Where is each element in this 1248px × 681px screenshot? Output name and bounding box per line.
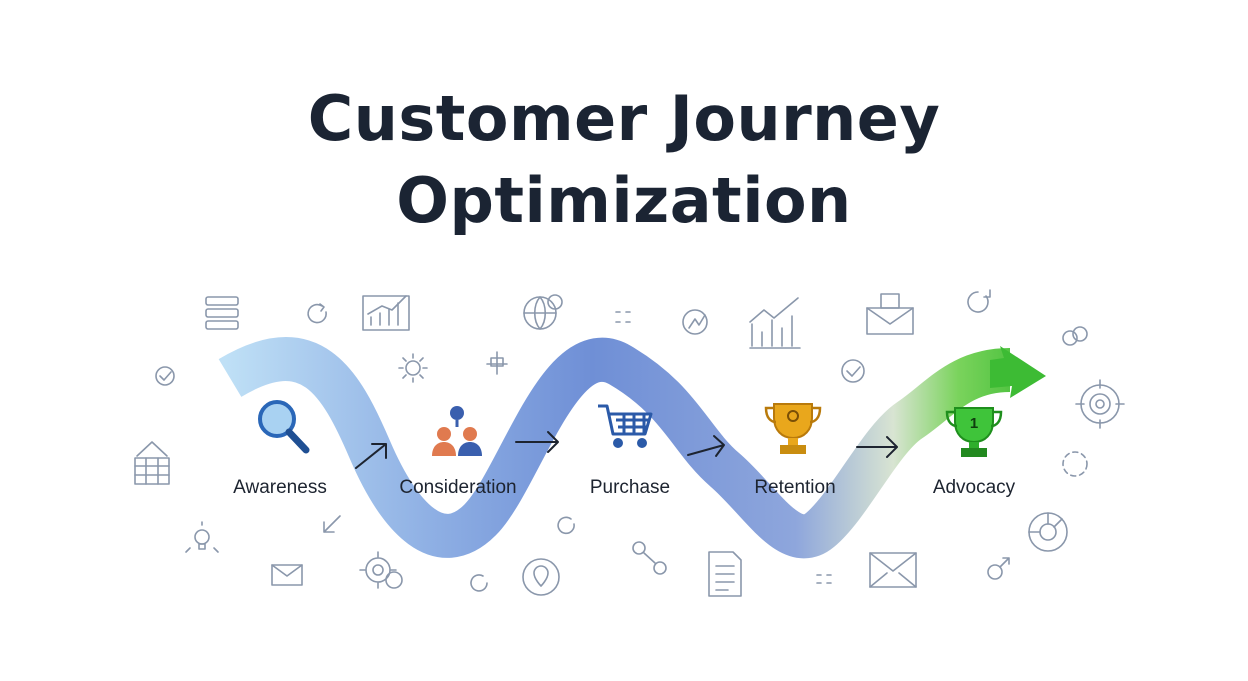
stage-label-awareness: Awareness [233, 477, 327, 498]
refresh-icon [470, 574, 488, 592]
document-icon [708, 551, 742, 597]
dots-icon [615, 311, 631, 323]
title-line-1: Customer Journey [307, 82, 941, 155]
stage-label-consideration: Consideration [399, 477, 516, 498]
gear-icon [398, 353, 428, 383]
trophy-icon [764, 403, 822, 454]
journey-arrowhead [990, 346, 1046, 398]
magnifier-icon [258, 400, 310, 454]
stage-awareness: Awareness [233, 400, 327, 498]
stage-retention: Retention [754, 403, 836, 498]
arrow-icon [355, 443, 387, 469]
stage-purchase: Purchase [590, 404, 670, 498]
target-icon [1075, 379, 1125, 429]
document-stack-icon [205, 296, 239, 330]
stage-arrows [355, 431, 898, 469]
refresh-icon [1062, 451, 1088, 477]
speed-icon [682, 309, 708, 335]
refresh-icon [307, 303, 327, 324]
globe-icon [523, 294, 563, 330]
arrow-icon [515, 431, 559, 453]
mail-icon [271, 564, 303, 586]
gear-icon [359, 551, 403, 589]
background-icons [134, 289, 1125, 597]
building-icon [134, 441, 170, 485]
dots-icon [816, 574, 832, 584]
stage-label-advocacy: Advocacy [933, 477, 1016, 498]
journey-path [218, 337, 1046, 559]
link-icon [1062, 326, 1088, 346]
network-icon [632, 541, 667, 575]
stage-label-purchase: Purchase [590, 477, 670, 498]
stage-consideration: Consideration [399, 406, 517, 498]
lightbulb-icon [185, 521, 219, 553]
stage-label-retention: Retention [754, 477, 835, 498]
puzzle-icon [486, 351, 508, 375]
first-place-trophy-icon: 1 [945, 407, 1003, 457]
target-icon [1028, 512, 1068, 552]
stage-advocacy: 1 Advocacy [933, 407, 1016, 498]
mail-icon [869, 552, 917, 588]
page-title: Customer Journey Optimization [0, 78, 1248, 242]
refresh-icon [967, 289, 991, 313]
mail-icon [866, 293, 914, 335]
refresh-icon [557, 516, 575, 535]
journey-ribbon [218, 337, 1011, 559]
shopping-cart-icon [598, 404, 653, 448]
people-icon [432, 406, 482, 456]
check-icon [155, 366, 175, 386]
line-chart-icon [749, 297, 801, 349]
arrow-icon [987, 557, 1010, 580]
arrow-icon [856, 436, 898, 458]
bar-chart-icon [362, 295, 410, 331]
location-icon [522, 558, 560, 596]
advocacy-rank: 1 [970, 415, 978, 432]
title-line-2: Optimization [396, 164, 852, 237]
arrow-icon [687, 435, 725, 457]
arrow-icon [323, 515, 341, 533]
check-circle-icon [841, 359, 865, 383]
